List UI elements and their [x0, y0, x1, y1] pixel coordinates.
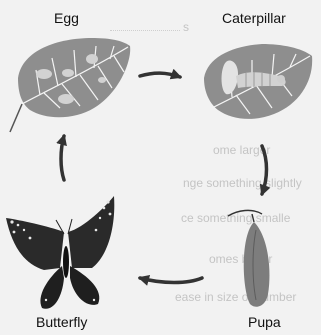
arrow-caterpillar-to-pupa	[262, 146, 267, 194]
arrow-butterfly-to-egg	[61, 136, 64, 180]
arrow-egg-to-caterpillar	[140, 73, 180, 77]
egg-leaf	[10, 38, 130, 132]
pupa	[228, 210, 269, 306]
arrow-pupa-to-butterfly	[140, 278, 202, 283]
butterfly	[6, 196, 114, 309]
